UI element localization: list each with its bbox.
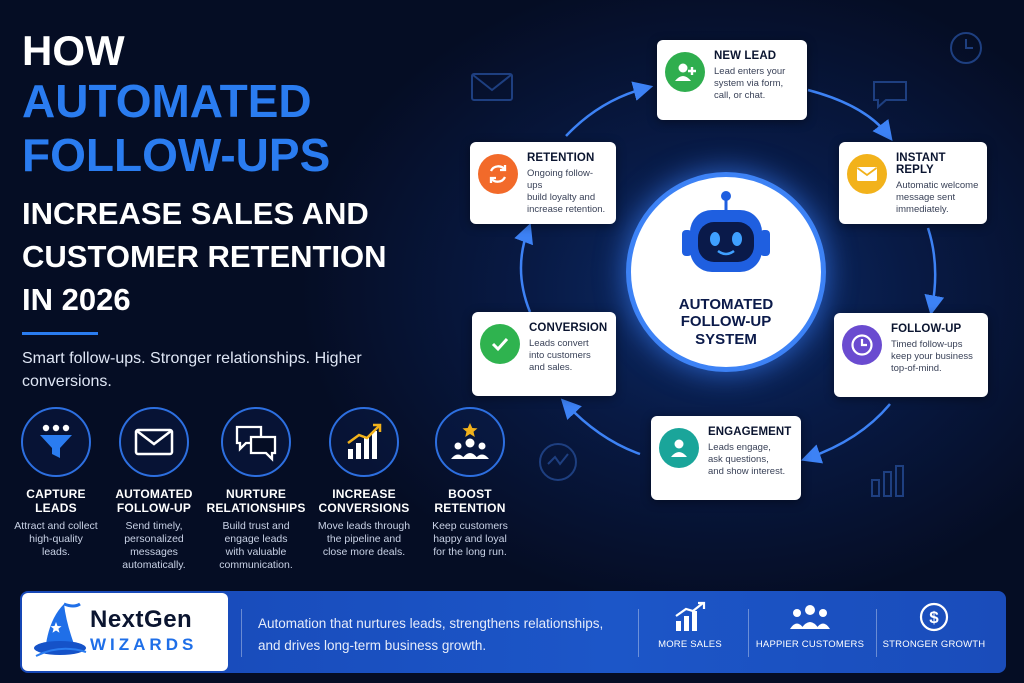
footer-tagline: Automation that nurtures leads, strength… [258,616,604,654]
brand-subname: WIZARDS [90,635,198,654]
stat-happier-customers: HAPPIER CUSTOMERS [750,601,870,650]
cycle-card-title: RETENTION [527,152,595,164]
benefit-description: Move leads through the pipeline and clos… [317,519,411,559]
arrow-conversion-to-retention [514,222,533,313]
cycle-card-title: NEW LEAD [714,50,777,62]
cycle-card-title: CONVERSION [529,322,608,334]
bar-chart-bg-icon [871,465,904,497]
user-icon [659,428,699,468]
benefit-icon-circle [329,407,399,477]
cycle-card-description: Leads engage, ask questions, and show in… [708,442,786,477]
arrow-retention-to-new-lead [565,81,654,137]
stat-more-sales: MORE SALES [630,601,750,650]
cycle-card-follow-up: FOLLOW-UP Timed follow-ups keep your busi… [834,313,988,397]
headline-divider [22,332,98,335]
benefit-title: CAPTURE LEADS [26,487,86,516]
footer-divider [748,609,749,657]
checkmark-icon [480,324,520,364]
robot-icon [682,191,770,272]
dollar-icon: $ [919,602,949,632]
target-bg-icon [539,443,577,481]
svg-text:$: $ [929,608,939,627]
benefit-capture-leads: CAPTURE LEADS Attract and collect high-q… [6,407,106,559]
clock-bg-icon [950,32,982,64]
benefit-nurture-relationships: NURTURE RELATIONSHIPS Build trust and en… [206,407,306,572]
arrow-follow-up-to-engagement [800,403,891,464]
benefit-title: NURTURE RELATIONSHIPS [206,487,306,516]
cycle-card-description: Timed follow-ups keep your business top-… [891,339,973,374]
clock-icon [842,325,882,365]
headline-line-6: IN 2026 [22,282,131,317]
footer-divider [638,609,639,657]
headline-line-5: CUSTOMER RETENTION [22,239,387,274]
cycle-card-title: INSTANT REPLY [896,152,946,176]
cycle-card-instant-reply: INSTANT REPLY Automatic welcome message s… [839,142,987,224]
chat-bubbles-icon [235,425,277,462]
growth-chart-icon [347,423,382,459]
benefit-icon-circle [119,407,189,477]
central-hub-title: AUTOMATED FOLLOW-UP SYSTEM [678,296,774,348]
growth-chart-icon [675,601,706,631]
benefit-description: Build trust and engage leads with valuab… [219,519,293,572]
wizard-hat-icon [34,602,87,657]
benefit-increase-conversions: INCREASE CONVERSIONS Move leads through … [314,407,414,559]
headline-line-1: HOW [22,27,125,74]
arrow-new-lead-to-instant-reply [807,88,893,141]
stat-label: HAPPIER CUSTOMERS [755,639,865,650]
envelope-icon [847,154,887,194]
arrow-engagement-to-conversion [560,398,641,456]
cycle-card-new-lead: NEW LEAD Lead enters your system via form… [657,40,807,120]
stat-label: STRONGER GROWTH [882,639,986,650]
footer-divider [876,609,877,657]
funnel-icon [40,424,72,458]
cycle-card-title: FOLLOW-UP [891,323,962,335]
headline-line-3: FOLLOW-UPS [22,129,331,181]
add-user-icon [665,52,705,92]
benefit-title: INCREASE CONVERSIONS [318,487,410,516]
cycle-card-description: Lead enters your system via form, call, … [714,66,786,101]
cycle-card-title: ENGAGEMENT [708,426,792,438]
benefit-description: Send timely, personalized messages autom… [122,519,186,572]
stat-stronger-growth: $ STRONGER GROWTH [874,601,994,650]
refresh-icon [478,154,518,194]
cycle-card-description: Automatic welcome message sent immediate… [896,180,979,215]
brand-name: NextGen [90,606,193,633]
benefit-icon-circle [435,407,505,477]
chat-bg-icon [873,81,907,110]
arrow-instant-reply-to-follow-up [924,227,945,316]
headline-line-2: AUTOMATED [22,75,312,127]
team-star-icon [451,423,489,459]
benefit-boost-retention: BOOST RETENTION Keep customers happy and… [420,407,520,559]
group-icon [790,605,830,629]
benefit-title: BOOST RETENTION [434,487,506,516]
subtitle: Smart follow-ups. Stronger relationships… [22,350,362,391]
envelope-bg-icon [471,73,513,101]
cycle-card-conversion: CONVERSION Leads convert into customers a… [472,312,616,396]
envelope-icon [134,428,174,456]
cycle-card-description: Leads convert into customers and sales. [529,338,591,373]
footer-divider [241,609,242,657]
benefit-icon-circle [21,407,91,477]
benefit-description: Attract and collect high-quality leads. [14,519,98,559]
cycle-card-description: Ongoing follow-ups build loyalty and inc… [527,168,606,215]
stat-label: MORE SALES [658,639,722,650]
benefit-icon-circle [221,407,291,477]
headline-line-4: INCREASE SALES AND [22,196,369,231]
cycle-card-retention: RETENTION Ongoing follow-ups build loyalt… [470,142,616,224]
benefit-description: Keep customers happy and loyal for the l… [432,519,508,559]
cycle-card-engagement: ENGAGEMENT Leads engage, ask questions, a… [651,416,801,500]
benefit-automated-follow-up: AUTOMATED FOLLOW-UP Send timely, persona… [104,407,204,572]
benefit-title: AUTOMATED FOLLOW-UP [115,487,193,516]
